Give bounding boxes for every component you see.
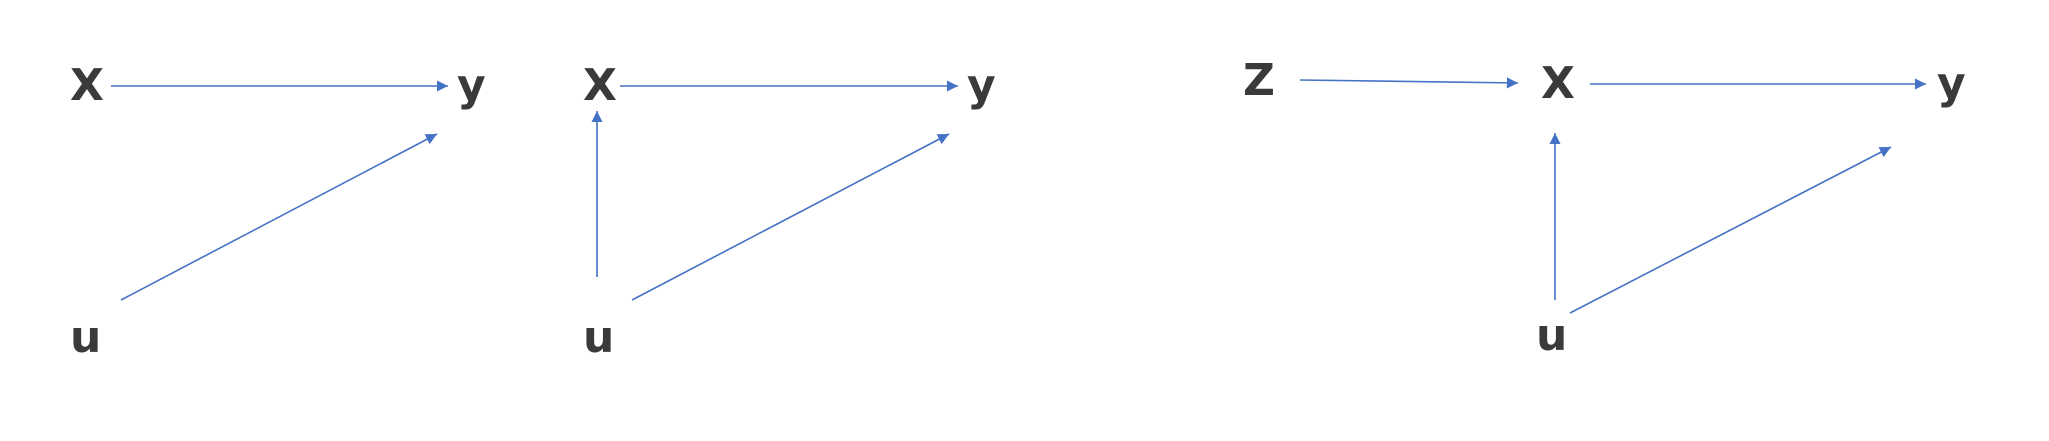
node-x: X [1541, 58, 1575, 109]
node-y: y [967, 60, 996, 111]
edge-u-to-y [1569, 146, 1892, 314]
diagram-1: X y u [70, 60, 486, 363]
edge-u-to-y [631, 133, 950, 301]
node-z: Z [1243, 55, 1275, 106]
edge-z-to-x [1299, 77, 1519, 89]
node-u: u [1536, 310, 1567, 361]
diagram-3: Z X y u [1243, 55, 1966, 361]
node-u: u [583, 312, 614, 363]
edge-u-to-y [120, 133, 438, 301]
node-x: X [583, 60, 617, 111]
node-y: y [1937, 58, 1966, 109]
node-y: y [457, 60, 486, 111]
node-x: X [70, 60, 104, 111]
node-u: u [70, 312, 101, 363]
diagram-2: X y u [583, 60, 996, 363]
